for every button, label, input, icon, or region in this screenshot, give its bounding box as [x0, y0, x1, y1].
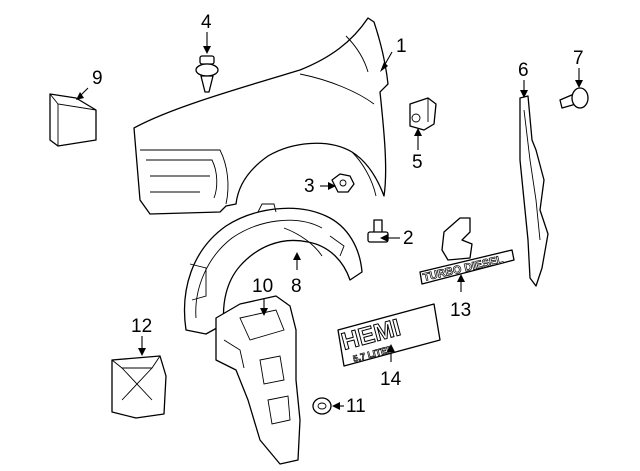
callout-2-group: 2	[380, 228, 414, 249]
hemi-emblem-part: HEMI 5.7 LITER	[337, 303, 441, 367]
callout-5-group: 5	[412, 128, 423, 173]
callout-4: 4	[201, 12, 212, 33]
callout-12-group: 12	[131, 316, 152, 356]
callout-10: 10	[252, 276, 273, 297]
clip-part	[409, 97, 437, 131]
splash-shield-part	[215, 295, 301, 465]
callout-4-group: 4	[201, 12, 212, 54]
callout-13: 13	[450, 300, 471, 321]
callout-9-group: 9	[76, 68, 103, 100]
callout-6-group: 6	[518, 60, 529, 98]
callout-7: 7	[573, 48, 584, 69]
bracket-part	[49, 93, 97, 147]
callout-10-group: 10	[252, 276, 273, 316]
callout-8: 8	[291, 276, 302, 297]
callout-13-group: 13	[450, 274, 471, 321]
seal-strip-part	[519, 95, 549, 287]
callout-5: 5	[412, 152, 423, 173]
callout-14-group: 14	[380, 344, 402, 390]
callout-12: 12	[131, 316, 152, 337]
callout-7-group: 7	[573, 48, 584, 88]
callout-6: 6	[518, 60, 529, 81]
callout-1-group: 1	[380, 36, 407, 72]
retainer-part	[559, 87, 589, 109]
callout-3: 3	[304, 176, 315, 197]
nut-part	[331, 173, 355, 193]
wheelhouse-liner-part	[183, 203, 363, 335]
callout-2: 2	[403, 228, 414, 249]
callout-3-group: 3	[304, 176, 336, 197]
push-pin-part	[195, 55, 219, 93]
fender-part	[133, 17, 389, 215]
callout-1: 1	[396, 36, 407, 57]
callout-11-group: 11	[332, 396, 366, 417]
callout-14: 14	[380, 369, 402, 390]
callout-9: 9	[92, 68, 103, 89]
turbo-diesel-emblem-part: TURBO DIESEL	[419, 217, 515, 285]
callout-8-group: 8	[291, 252, 302, 297]
shield-part	[111, 355, 167, 419]
callout-11: 11	[346, 396, 366, 417]
plug-part	[312, 397, 332, 415]
